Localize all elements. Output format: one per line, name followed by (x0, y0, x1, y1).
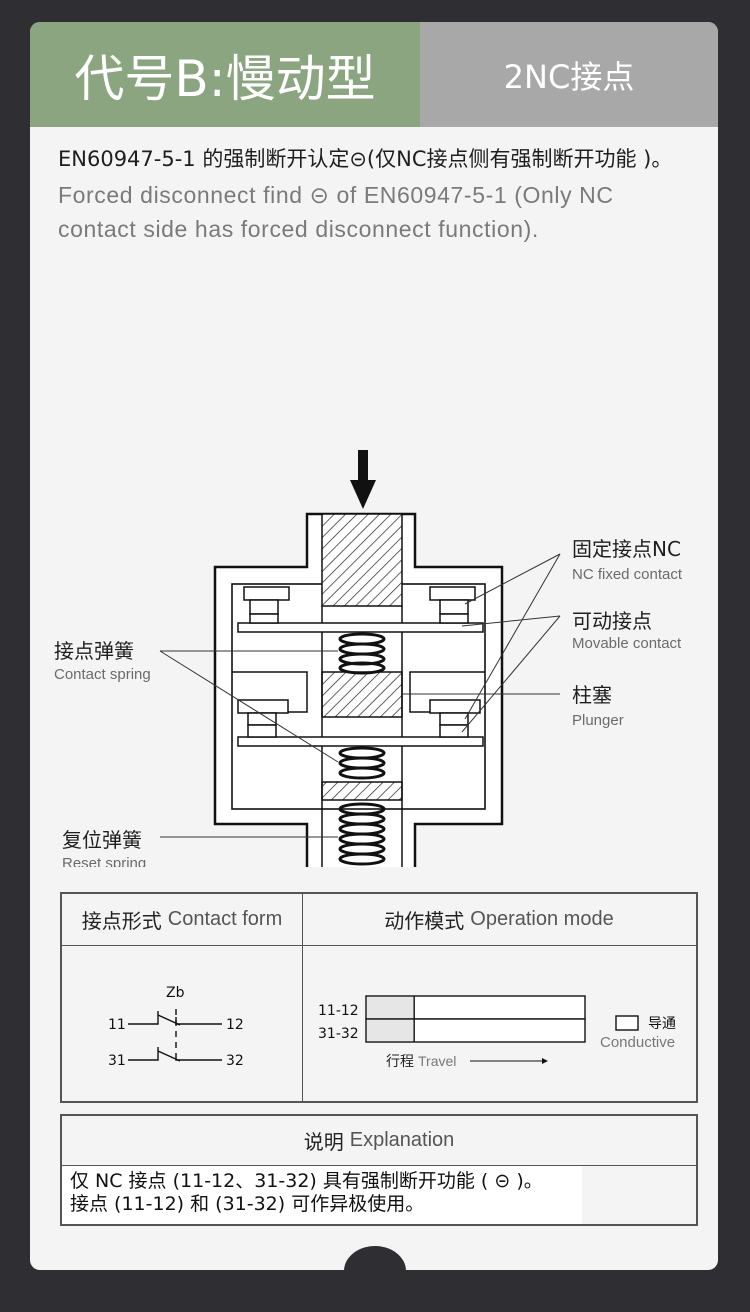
movable-contact-bar-lower (237, 736, 484, 747)
label-plunger-en: Plunger (572, 712, 624, 729)
terminal-11: 11 (108, 1017, 126, 1033)
movable-contact-bar-upper (237, 622, 484, 633)
fixed-contact-lower-left (237, 699, 289, 738)
intro-text: EN60947-5-1 的强制断开认定⊝(仅NC接点侧有强制断开功能 )。 Fo… (58, 142, 698, 246)
explanation-header-en: Explanation (349, 1129, 455, 1151)
explanation-header: 说明 Explanation (62, 1116, 696, 1166)
explanation-line-1: 仅 NC 接点 (11-12、31-32) 具有强制断开功能 ( ⊝ )。 (70, 1170, 543, 1192)
product-card: 代号B:慢动型 2NC接点 EN60947-5-1 的强制断开认定⊝(仅NC接点… (30, 22, 718, 1270)
contact-form-header-en: Contact form (167, 908, 283, 930)
contact-symbol-cell: Zb 11 12 31 32 (62, 945, 303, 1101)
contact-type-badge: 2NC接点 (420, 22, 718, 127)
operation-mode-header-en: Operation mode (470, 908, 614, 930)
fixed-contact-lower-right (429, 699, 481, 738)
nc-contact-symbol (128, 1009, 222, 1062)
operation-mode-cell: 11-12 31-32 行程 Travel 导通 Conductive (302, 945, 696, 1101)
contact-spring-upper (338, 632, 386, 675)
label-reset-spring-en: Reset spring (62, 855, 146, 867)
explanation-body: 仅 NC 接点 (11-12、31-32) 具有强制断开功能 ( ⊝ )。 接点… (62, 1166, 582, 1224)
explanation-table: 说明 Explanation 仅 NC 接点 (11-12、31-32) 具有强… (60, 1114, 698, 1226)
switch-cross-section-diagram: 固定接点NC NC fixed contact 可动接点 Movable con… (54, 450, 683, 867)
bracket-lower-right (409, 671, 485, 713)
explanation-line-2: 接点 (11-12) 和 (31-32) 可作异极使用。 (70, 1193, 425, 1215)
intro-english: Forced disconnect find ⊝ of EN60947-5-1 … (58, 182, 614, 242)
terminal-31: 31 (108, 1053, 126, 1069)
plunger-middle (321, 671, 403, 718)
legend-conductive-cn: 导通 (648, 1016, 676, 1032)
label-movable-contact-en: Movable contact (572, 635, 682, 652)
legend-conductive-en: Conductive (600, 1034, 675, 1051)
travel-label-cn: 行程 (386, 1054, 414, 1070)
label-reset-spring-cn: 复位弹簧 (62, 828, 142, 852)
travel-arrow-icon (470, 1058, 548, 1064)
legend-swatch-icon (615, 1015, 639, 1031)
leader-lines (159, 553, 561, 838)
page-title: 代号B:慢动型 (30, 22, 420, 127)
plunger-bottom (321, 781, 403, 801)
plunger-top (321, 513, 403, 607)
op-conductive-31-32 (367, 1020, 415, 1041)
contact-symbol-diagram: Zb 11 12 31 32 (108, 985, 244, 1069)
operation-mode-header: 动作模式 Operation mode (302, 894, 696, 946)
label-contact-spring-cn: 接点弹簧 (54, 639, 134, 663)
label-contact-spring-en: Contact spring (54, 666, 151, 683)
page-indicator-dot (344, 1246, 406, 1296)
op-row-11-12: 11-12 (318, 1003, 359, 1019)
contact-spring-lower (338, 746, 386, 780)
label-plunger-cn: 柱塞 (572, 683, 612, 707)
symbol-zb-label: Zb (166, 985, 185, 1001)
terminal-12: 12 (226, 1017, 244, 1033)
terminal-32: 32 (226, 1053, 244, 1069)
operation-mode-chart: 11-12 31-32 行程 Travel 导通 Conductive (318, 995, 676, 1070)
push-arrow-icon (350, 450, 376, 509)
reset-spring (338, 802, 386, 866)
contact-form-header-cn: 接点形式 (81, 911, 162, 933)
fixed-contact-upper-right (429, 586, 476, 624)
operation-mode-header-cn: 动作模式 (384, 911, 465, 933)
contact-form-table: 接点形式 Contact form 动作模式 Operation mode Zb… (60, 892, 698, 1103)
contact-form-header: 接点形式 Contact form (62, 894, 303, 946)
op-conductive-11-12 (367, 997, 415, 1018)
op-bar-31-32 (365, 1018, 586, 1043)
header: 代号B:慢动型 2NC接点 (30, 22, 718, 127)
label-movable-contact-cn: 可动接点 (572, 609, 652, 633)
travel-label-en: Travel (418, 1053, 456, 1069)
bracket-lower-left (232, 671, 308, 713)
op-row-31-32: 31-32 (318, 1026, 359, 1042)
explanation-header-cn: 说明 (303, 1132, 344, 1154)
label-nc-fixed-contact-cn: 固定接点NC (572, 537, 681, 561)
label-nc-fixed-contact-en: NC fixed contact (572, 566, 683, 583)
fixed-contact-upper-left (243, 586, 290, 624)
intro-chinese: EN60947-5-1 的强制断开认定⊝(仅NC接点侧有强制断开功能 )。 (58, 147, 673, 171)
